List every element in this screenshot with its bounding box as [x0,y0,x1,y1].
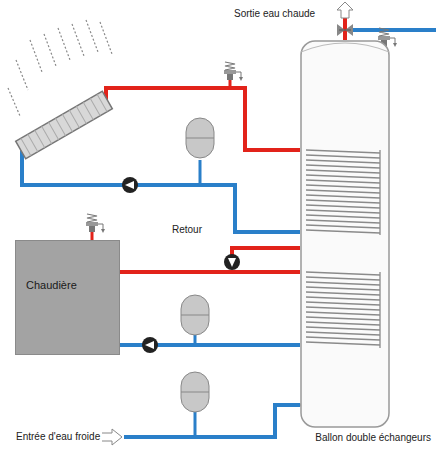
coil-winding [306,292,380,295]
inlet-label: Entrée d'eau froide [14,431,102,443]
coil-winding [306,230,380,233]
coil-winding [306,155,380,158]
coil-winding [379,150,380,235]
return-label: Retour [170,224,204,236]
coil-winding [306,317,380,320]
coil-winding [306,332,380,335]
solar-pump [122,177,138,193]
coil-winding [306,322,380,325]
tank-dome [301,43,389,52]
coil-winding [306,312,380,315]
coil-winding [306,287,380,290]
coil-winding [306,225,380,228]
coil-winding [306,307,380,310]
expansion-vessel [181,295,209,335]
coil-winding [306,327,380,330]
coil-winding [306,282,380,285]
coil-winding [306,190,380,193]
return-pump [224,254,240,270]
expansion-vessel [186,118,214,158]
coil-winding [379,272,380,348]
coil-winding [306,175,380,178]
safety-valve [86,214,105,233]
solar-collector [16,91,113,158]
safety-valve [224,62,243,81]
coil-winding [306,180,380,183]
coil-winding [306,215,380,218]
coil-winding [306,302,380,305]
solar-pipes [22,80,300,256]
boiler-pump [142,337,158,353]
coil-winding [306,272,380,275]
coil-winding [306,160,380,163]
coil-winding [306,185,380,188]
coil-winding [306,337,380,340]
outlet-arrow [337,2,353,18]
coil-winding [306,297,380,300]
pipe-connector [120,270,300,274]
boiler-box: Chaudière [15,240,120,355]
storage-tank: Ballon double échangeurs [300,40,436,445]
coil-winding [306,277,380,280]
mixing-valve [337,24,353,36]
coil-winding [306,150,380,153]
coil-winding [306,342,380,345]
coil-winding [306,205,380,208]
boiler-label: Chaudière [26,279,77,292]
coil-winding [306,210,380,213]
coil-winding [306,200,380,203]
outlet-label: Sortie eau chaude [232,8,317,20]
expansion-vessel [181,372,209,412]
tank-label: Ballon double échangeurs [314,432,432,444]
inlet-arrow [100,429,122,445]
coil-winding [306,165,380,168]
tank-shape [300,40,392,430]
coil-winding [306,170,380,173]
coil-winding [306,195,380,198]
coil-winding [306,220,380,223]
hot-water-pipe [345,18,436,40]
